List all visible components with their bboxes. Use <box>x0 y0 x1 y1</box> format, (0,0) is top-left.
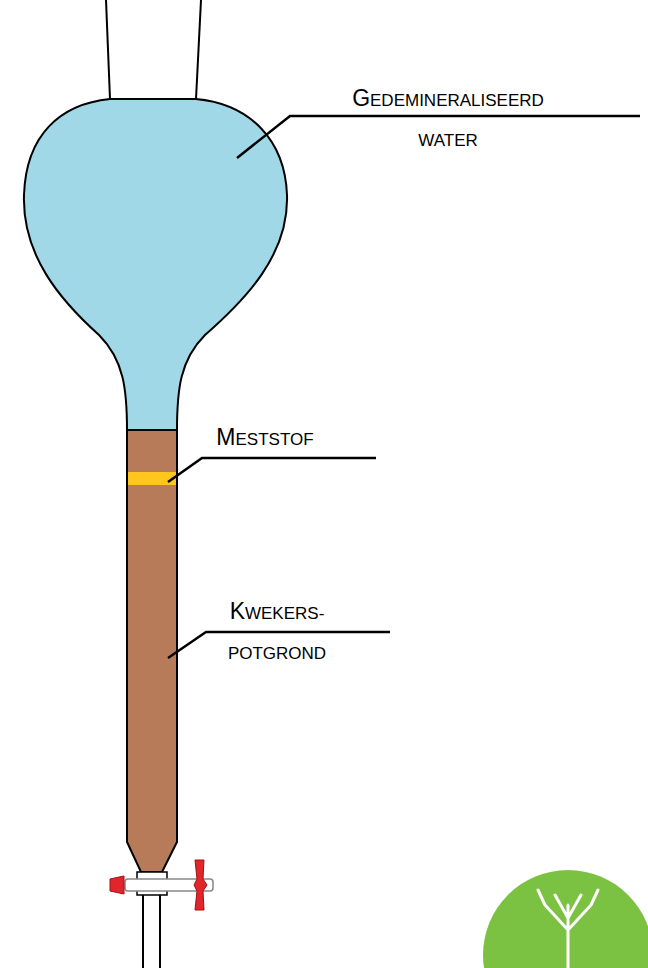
fertilizer-layer <box>128 472 176 485</box>
part-label: GEDEMINERALISEERD WATER <box>352 78 544 161</box>
stopcock-handle <box>194 860 207 910</box>
stem-line <box>142 895 144 968</box>
soil-column <box>127 428 177 872</box>
part-label: MESTSTOF <box>216 417 313 460</box>
leader-line <box>168 458 376 482</box>
tube-line <box>196 0 201 99</box>
tube-line <box>106 0 110 99</box>
stem-line <box>159 895 161 968</box>
stopcock-cap <box>110 876 124 894</box>
part-label: KWEKERS- POTGROND <box>228 591 326 674</box>
logo <box>483 870 648 968</box>
